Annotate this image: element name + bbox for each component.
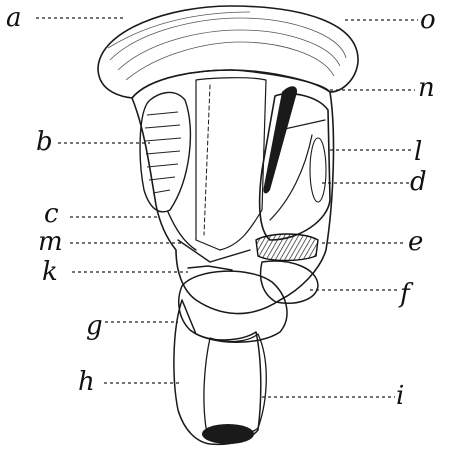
hatched-block-e (256, 234, 318, 261)
cap-structure (98, 6, 358, 98)
label-d: d (410, 167, 427, 197)
label-l: l (414, 137, 422, 167)
label-f: f (398, 279, 414, 309)
tube-opening (202, 424, 254, 444)
label-i: i (396, 381, 404, 411)
figure-labels: a o n b l d c m e k f g h i (6, 3, 436, 411)
tube-i (204, 334, 266, 436)
label-m: m (38, 227, 63, 257)
organ-drawing (98, 6, 358, 444)
label-h: h (78, 367, 95, 397)
label-c: c (44, 199, 59, 229)
label-a: a (6, 3, 22, 33)
label-b: b (36, 127, 53, 157)
tube-h (174, 300, 261, 444)
label-g: g (86, 311, 103, 341)
label-k: k (42, 257, 58, 287)
label-n: n (418, 73, 435, 103)
lobe-f (261, 261, 318, 303)
dark-slit-n (263, 86, 297, 193)
label-e: e (408, 227, 423, 257)
label-o: o (420, 5, 436, 35)
